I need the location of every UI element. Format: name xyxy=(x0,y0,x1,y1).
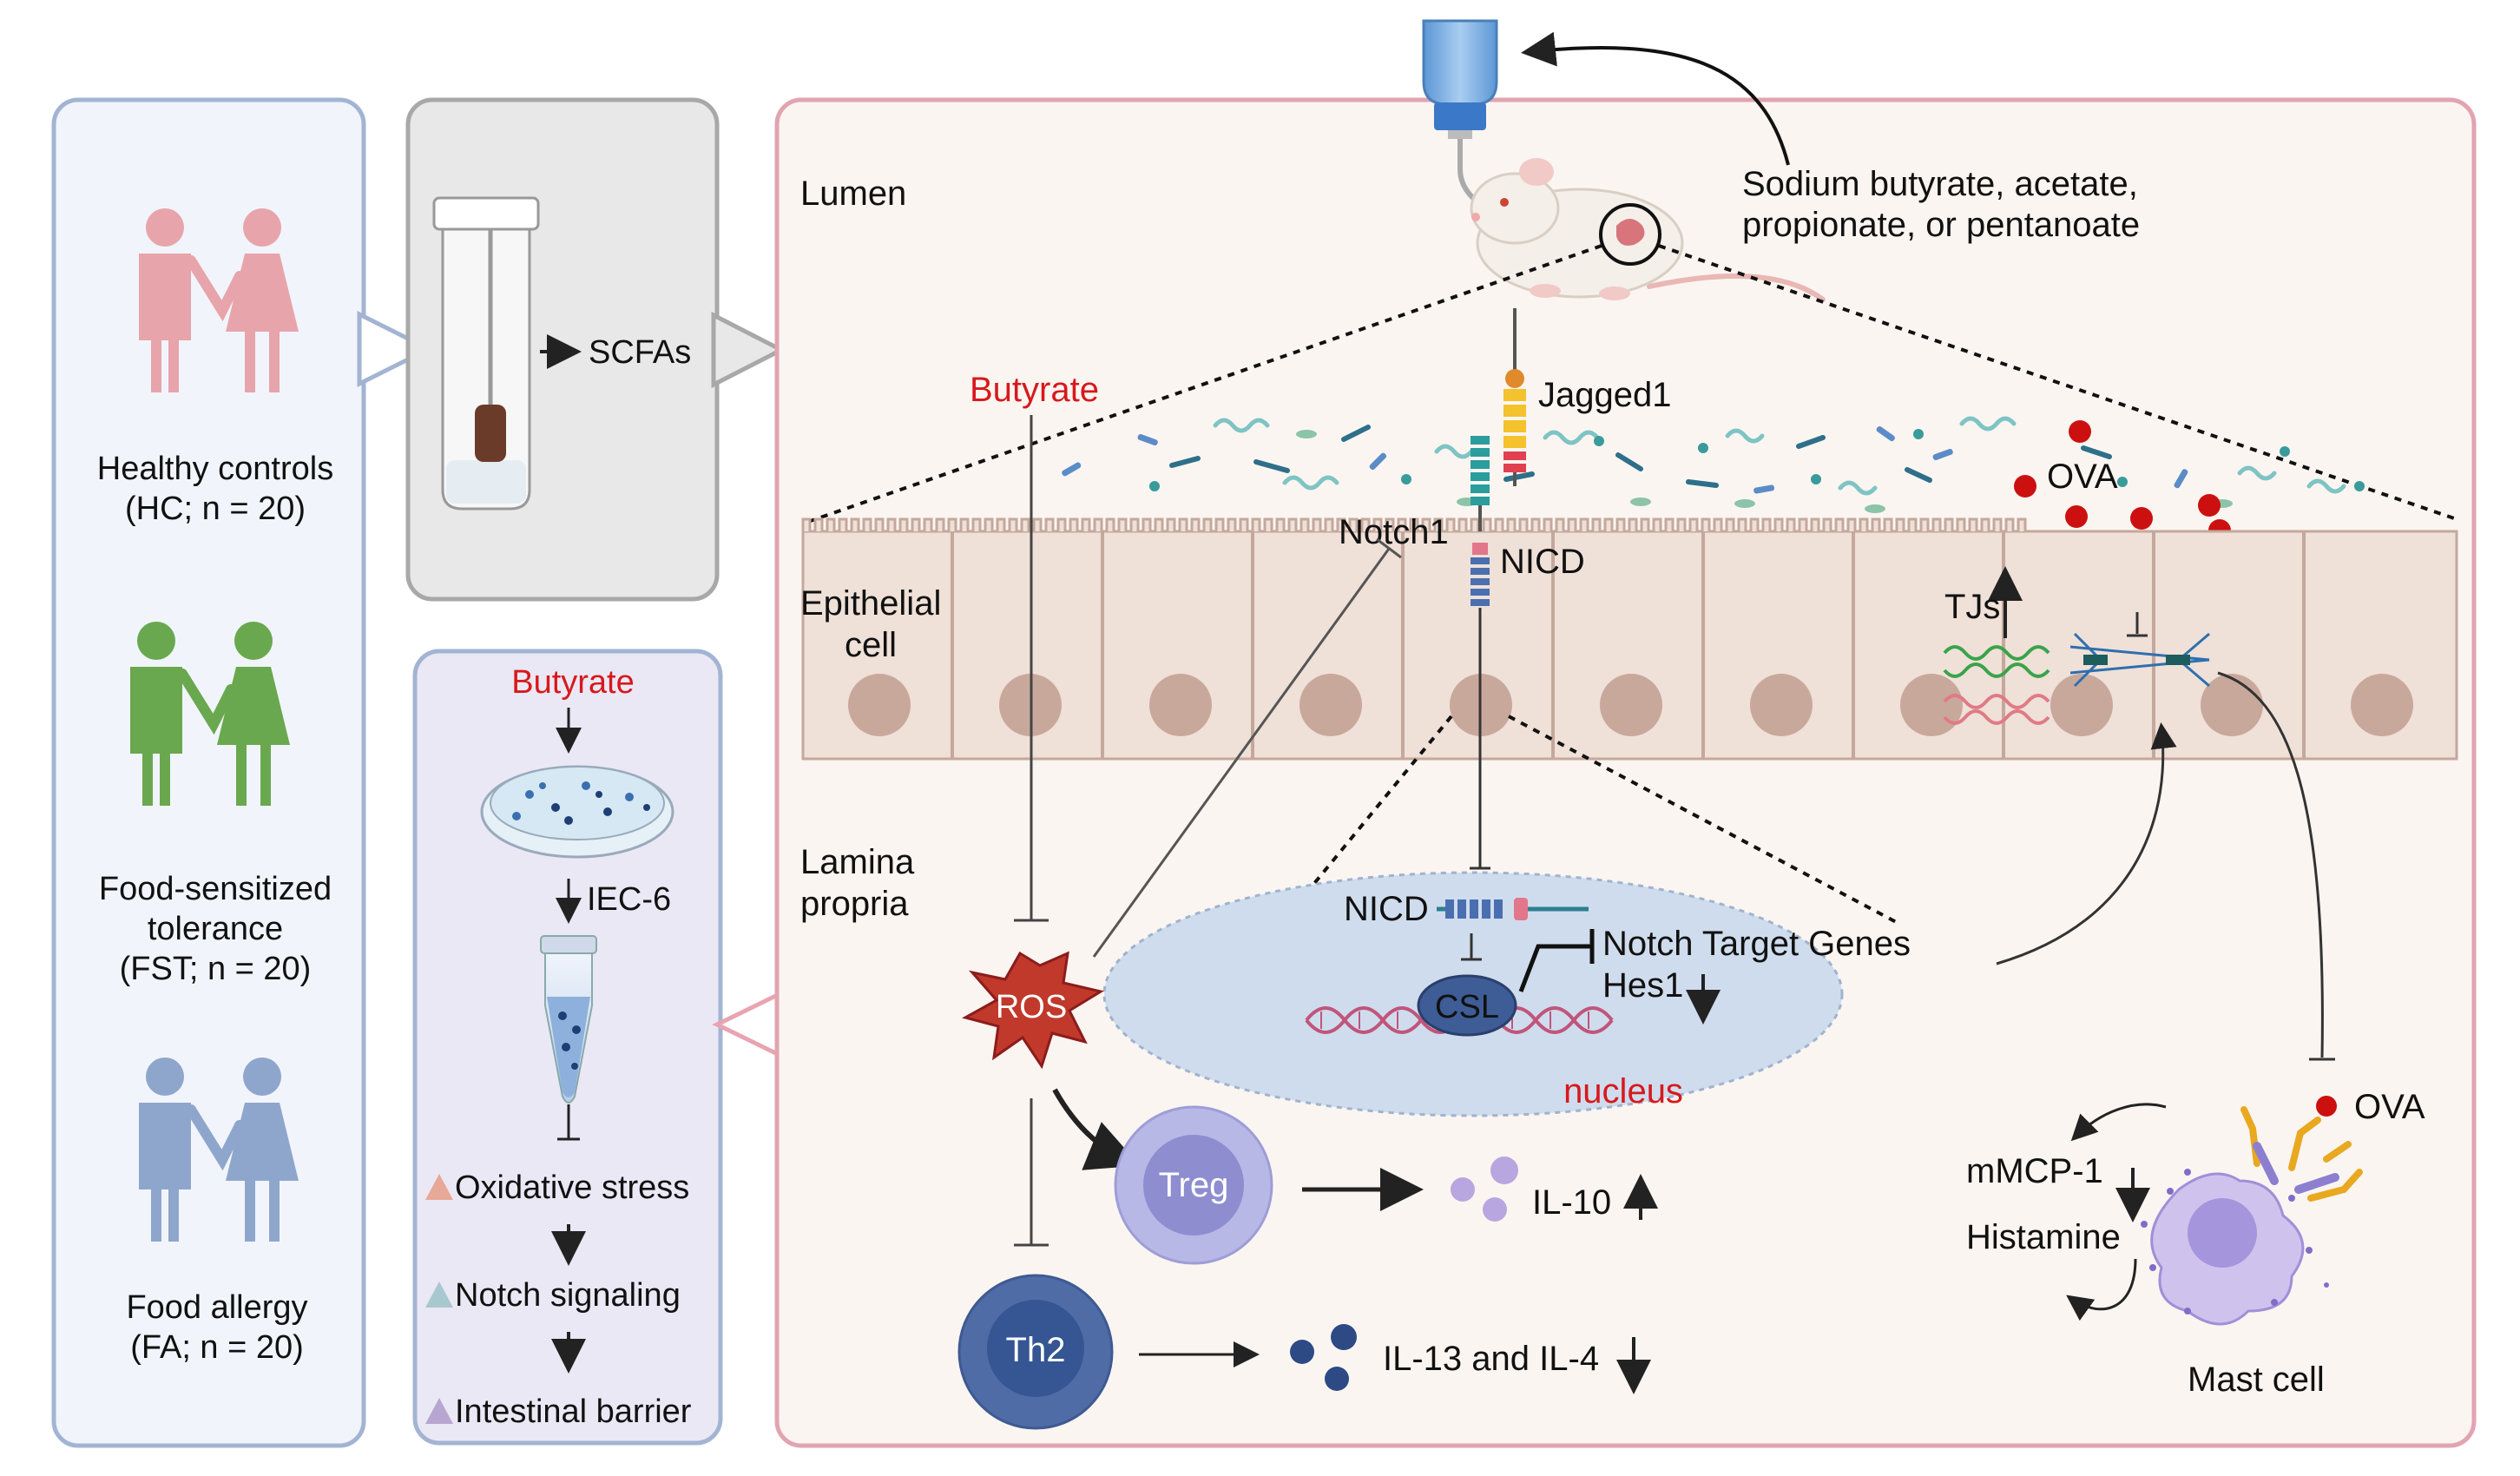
healthy-couple-icon xyxy=(139,208,299,392)
sample-panel: SCFAs xyxy=(405,97,720,602)
nicd-membrane-label: NICD xyxy=(1500,543,1585,581)
mast-cell-icon xyxy=(2141,1106,2363,1326)
tjs-label: TJs xyxy=(1944,588,2000,626)
treatment-line-2: propionate, or pentanoate xyxy=(1742,206,2140,244)
mastcell-inhibit-line xyxy=(2217,671,2324,1058)
scfas-label: SCFAs xyxy=(589,334,691,371)
butyrate-label: Butyrate xyxy=(970,371,1099,409)
target-genes-label: Notch Target Genes xyxy=(1602,925,1911,963)
tight-junction-icon xyxy=(1943,612,2210,725)
invitro-butyrate-label: Butyrate xyxy=(511,664,635,701)
treg-label: Treg xyxy=(1159,1166,1229,1204)
flow-arrow-sample-to-mechanism xyxy=(711,311,786,389)
epithelial-layer xyxy=(801,517,2458,761)
ros-icon xyxy=(962,951,1104,1070)
ros-inhibit-notch1-bar xyxy=(1376,537,1402,559)
cohort-hc-n: (HC; n = 20) xyxy=(125,491,306,527)
cohort-fst-n: (FST; n = 20) xyxy=(120,951,312,987)
zoom-line-right xyxy=(1658,244,2457,521)
cohort-panel: Healthy controls (HC; n = 20) Food-sensi… xyxy=(51,97,366,1448)
lumen-label: Lumen xyxy=(800,175,906,213)
il10-cytokines xyxy=(1451,1156,1518,1222)
invitro-item-notch: Notch signaling xyxy=(455,1277,681,1314)
notch1-label: Notch1 xyxy=(1339,513,1449,551)
petri-dish-icon xyxy=(480,765,674,859)
lamina-label-1: Lamina xyxy=(800,843,915,881)
histamine-release-arrow xyxy=(2066,1258,2137,1321)
triangle-icon-oxidative xyxy=(425,1174,453,1200)
ova-label: OVA xyxy=(2047,458,2118,496)
dosing-arrow xyxy=(1521,31,1790,166)
nucleus-zoom xyxy=(1102,871,1844,1117)
il13-il4-cytokines xyxy=(1290,1324,1357,1391)
cohort-fa-n: (FA; n = 20) xyxy=(130,1329,304,1366)
invitro-panel: Butyrate IEC-6 Oxidative stress Notch xyxy=(412,649,723,1446)
mcp1-release-arrow xyxy=(2070,1103,2167,1142)
th2-label: Th2 xyxy=(1006,1331,1066,1369)
mmcp1-label: mMCP-1 xyxy=(1966,1152,2103,1190)
th2-cell-icon xyxy=(957,1274,1114,1430)
cohort-fst-name-2: tolerance xyxy=(148,911,283,947)
treg-cell-icon xyxy=(1114,1105,1273,1265)
tolerance-couple-icon xyxy=(130,622,290,806)
invitro-item-oxidative: Oxidative stress xyxy=(455,1170,689,1206)
epithelial-label-2: cell xyxy=(845,626,897,664)
mechanism-panel: Sodium butyrate, acetate, propionate, or… xyxy=(774,19,2477,1448)
mouse-icon xyxy=(1470,158,1826,302)
nucleus-to-tjs-arrow xyxy=(1996,722,2177,965)
triangle-icon-barrier xyxy=(425,1398,453,1424)
jagged1-ligand-icon xyxy=(1503,308,1526,486)
stool-tube-icon xyxy=(432,196,540,511)
csl-label: CSL xyxy=(1435,989,1499,1025)
cohort-fst-name: Food-sensitized xyxy=(99,871,332,907)
treatment-line-1: Sodium butyrate, acetate, xyxy=(1742,165,2138,203)
mast-cell-label: Mast cell xyxy=(2188,1361,2325,1399)
ros-label: ROS xyxy=(996,989,1067,1025)
il10-label: IL-10 xyxy=(1532,1183,1611,1222)
flow-arrow-cohort-to-sample xyxy=(357,310,434,388)
cell-line-label: IEC-6 xyxy=(587,881,671,918)
water-bottle-icon xyxy=(1422,19,1513,234)
zoom-line-left xyxy=(802,244,1602,525)
ros-inhibit-notch1 xyxy=(1092,548,1391,958)
lamina-label-2: propria xyxy=(800,885,909,923)
allergy-couple-icon xyxy=(139,1058,299,1242)
il13-il4-label: IL-13 and IL-4 xyxy=(1383,1340,1599,1378)
nucleus-label: nucleus xyxy=(1563,1072,1683,1110)
hes1-label: Hes1 xyxy=(1602,966,1683,1005)
histamine-label: Histamine xyxy=(1966,1218,2121,1256)
nucleus-zoom-right xyxy=(1508,715,1902,926)
triangle-icon-notch xyxy=(425,1282,453,1308)
nicd-nucleus-label: NICD xyxy=(1344,890,1429,928)
cohort-fa-name: Food allergy xyxy=(126,1289,307,1326)
cohort-hc-name: Healthy controls xyxy=(97,451,333,487)
invitro-item-barrier: Intestinal barrier xyxy=(455,1394,692,1430)
epithelial-label-1: Epithelial xyxy=(800,584,941,623)
ova-bound-particle xyxy=(2316,1096,2337,1117)
centrifuge-tube-icon xyxy=(540,935,597,1104)
jagged1-label: Jagged1 xyxy=(1538,376,1671,414)
ova-mast-label: OVA xyxy=(2354,1088,2425,1126)
notch1-receptor-icon xyxy=(1471,436,1490,606)
